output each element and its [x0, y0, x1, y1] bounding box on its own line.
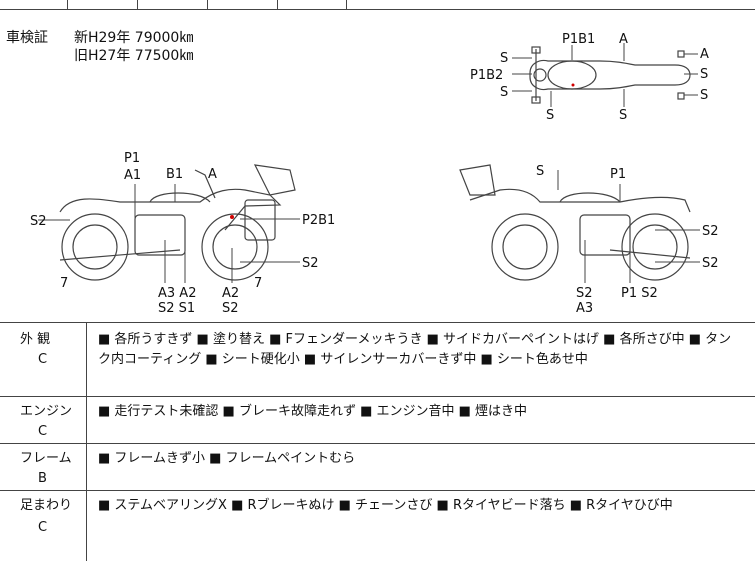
label-seven-right: 7	[254, 276, 262, 291]
label-s-bottom1: S	[546, 108, 554, 123]
label-s2-bottom: S2	[576, 286, 593, 301]
column-divider	[86, 322, 87, 561]
label-p2b1: P2B1	[302, 213, 335, 228]
tail-marker	[677, 50, 685, 58]
engine-shape	[134, 214, 186, 256]
label-a2: A2	[222, 286, 239, 301]
label-a-right: A	[700, 47, 709, 62]
section-grade-frame: B	[38, 471, 47, 486]
label-p1-s2: P1 S2	[621, 286, 658, 301]
label-a3-a2: A3 A2	[158, 286, 196, 301]
section-text-exterior-line2: ク内コーティング ■ シート硬化小 ■ サイレンサーカバーきず中 ■ シート色あ…	[98, 352, 588, 367]
label-p1b1: P1B1	[562, 32, 595, 47]
label-s-right1: S	[700, 67, 708, 82]
label-p1b2: P1B2	[470, 68, 503, 83]
motorcycle-right-side-view: S P1 S2 S2 S2 A3 P1 S2	[459, 164, 719, 316]
label-s2-right: S2	[302, 256, 319, 271]
tail-marker	[677, 92, 685, 100]
label-s-left2: S	[500, 85, 508, 100]
rear-wheel	[621, 213, 689, 281]
label-a-top: A	[619, 32, 628, 47]
top-cell-divider	[346, 0, 347, 9]
headlight-outline	[533, 68, 547, 82]
motorcycle-left-side-view: P1 A1 B1 A S2 P2B1 S2 7 7 A3 A2 S2 S1 A2…	[30, 151, 335, 316]
inspection-old: 旧H27年 77500㎞	[74, 48, 194, 64]
section-text-engine: ■ 走行テスト未確認 ■ ブレーキ故障走れず ■ エンジン音中 ■ 煙はき中	[98, 404, 528, 419]
mirror-shape	[531, 96, 541, 104]
section-divider	[0, 396, 755, 397]
label-s2-s1: S2 S1	[158, 301, 195, 316]
label-b1: B1	[166, 167, 183, 182]
motorcycle-top-view: P1B1 A S P1B2 S S S A S S	[470, 32, 709, 123]
mirror-shape	[531, 46, 541, 54]
top-cell-divider	[137, 0, 138, 9]
top-cell-divider	[277, 0, 278, 9]
label-s-right2: S	[700, 88, 708, 103]
inspection-label: 車検証	[6, 30, 48, 46]
handlebar	[194, 169, 216, 199]
frame-outline	[469, 188, 691, 213]
section-text-suspension: ■ ステムベアリングX ■ Rブレーキぬけ ■ チェーンさび ■ Rタイヤビード…	[98, 498, 673, 513]
section-name-exterior: 外 観	[20, 332, 51, 347]
section-name-engine: エンジン	[20, 404, 73, 419]
damage-marker	[230, 215, 234, 219]
label-p1: P1	[124, 151, 140, 166]
top-cell-divider	[67, 0, 68, 9]
label-a1: A1	[124, 168, 141, 183]
section-name-suspension: 足まわり	[20, 498, 73, 513]
front-wheel	[201, 213, 269, 281]
fairing	[459, 164, 496, 196]
section-divider	[0, 443, 755, 444]
tank-shape	[149, 192, 211, 203]
section-name-frame: フレーム	[20, 451, 72, 466]
label-s: S	[536, 164, 544, 179]
section-grade-engine: C	[38, 424, 48, 439]
label-s2: S2	[30, 214, 47, 229]
frame-outline	[59, 188, 282, 231]
exhaust-line	[59, 249, 181, 261]
front-wheel	[491, 213, 559, 281]
label-seven-left: 7	[60, 276, 68, 291]
label-s2-a: S2	[702, 224, 719, 239]
section-text-exterior-line1: ■ 各所うすきず ■ 塗り替え ■ Fフェンダーメッキうき ■ サイドカバーペイ…	[98, 332, 732, 347]
section-grade-suspension: C	[38, 520, 48, 535]
label-s-bottom2: S	[619, 108, 627, 123]
fairing	[253, 164, 296, 196]
section-text-frame: ■ フレームきず小 ■ フレームペイントむら	[98, 451, 356, 466]
engine-shape	[579, 214, 631, 256]
damage-marker	[571, 83, 575, 87]
tank-outline	[547, 60, 597, 90]
label-a: A	[208, 167, 217, 182]
section-divider	[0, 490, 755, 491]
top-cell-divider	[207, 0, 208, 9]
label-a3: A3	[576, 301, 593, 316]
top-border-line	[0, 9, 755, 10]
inspection-new: 新H29年 79000㎞	[74, 30, 194, 46]
fork-cover	[244, 199, 276, 241]
exhaust-line	[609, 249, 691, 259]
section-divider	[0, 322, 755, 323]
section-grade-exterior: C	[38, 352, 48, 367]
label-p1: P1	[610, 167, 626, 182]
rear-wheel	[61, 213, 129, 281]
label-s2-bottom: S2	[222, 301, 239, 316]
label-s2-b: S2	[702, 256, 719, 271]
tank-shape	[559, 192, 621, 203]
body-outline	[529, 59, 691, 91]
label-s-left1: S	[500, 51, 508, 66]
